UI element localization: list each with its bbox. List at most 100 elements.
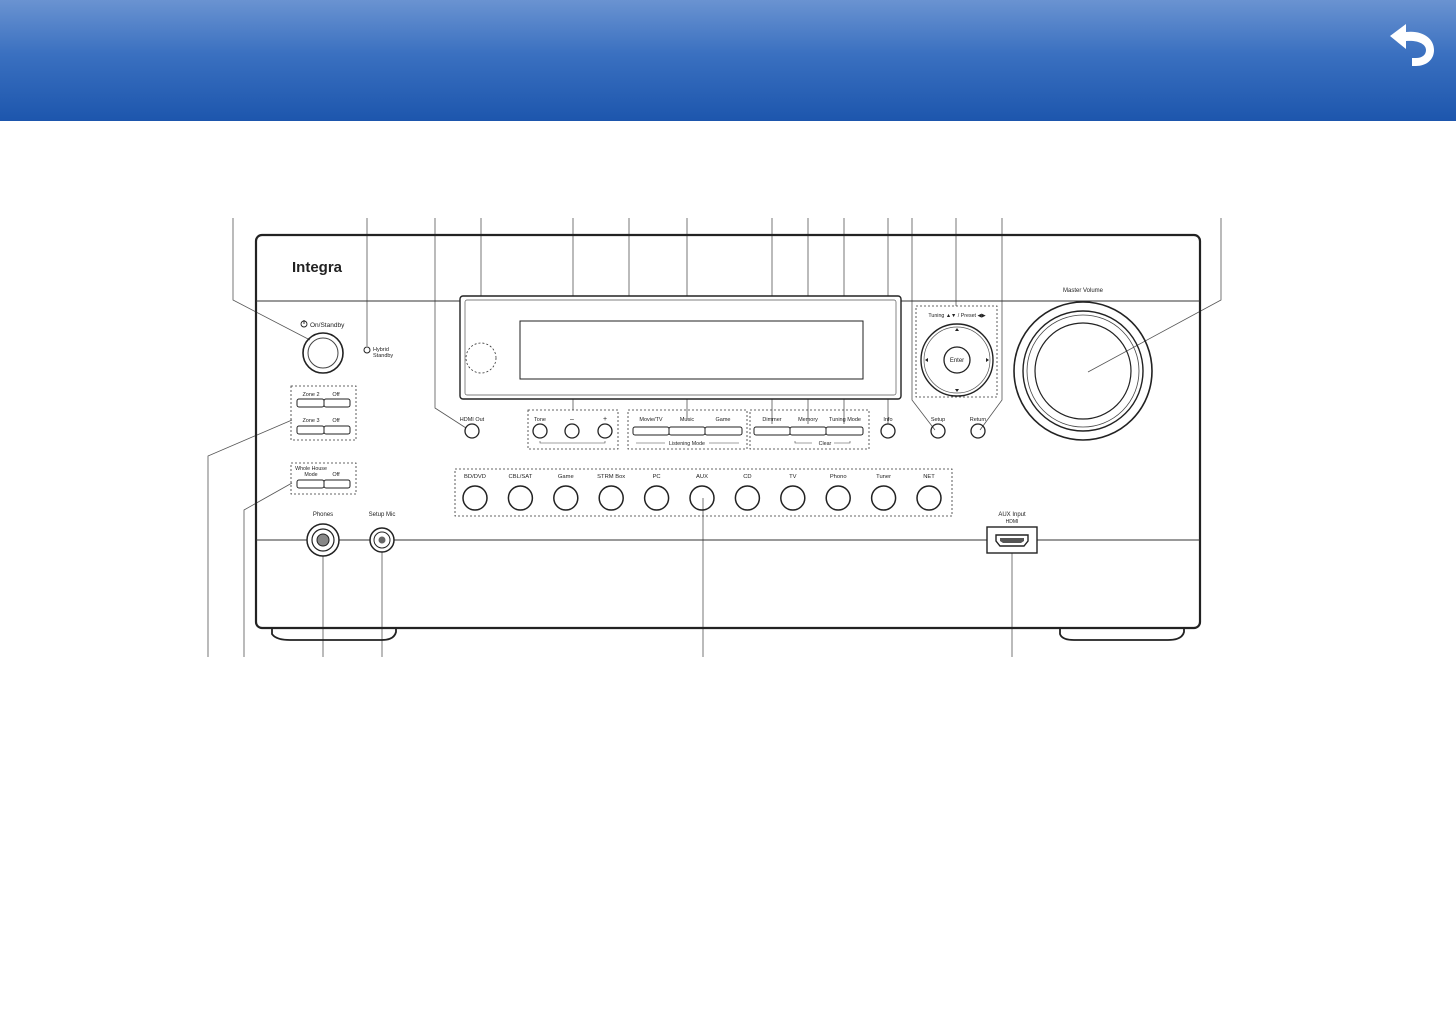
input-label-tuner: Tuner (876, 474, 891, 480)
tone-bracket (539, 441, 606, 444)
input-button-game[interactable] (553, 485, 579, 511)
dimmer-label: Dimmer (762, 417, 781, 423)
aux-input-label: AUX Input (998, 512, 1026, 518)
power-icon (300, 320, 308, 328)
whole-house-off-label: Off (332, 472, 340, 478)
input-button-cd[interactable] (734, 485, 761, 511)
tone-plus-label: + (603, 416, 607, 423)
whole-house-off-button[interactable] (323, 479, 351, 489)
display-window (459, 295, 902, 400)
header-bar (0, 0, 1456, 121)
phones-label: Phones (313, 512, 333, 518)
down-arrow-icon (955, 389, 959, 392)
tuner-button-group (749, 409, 870, 450)
dimmer-button[interactable] (753, 426, 791, 436)
callout-lines (207, 218, 1222, 657)
input-button-tv[interactable] (780, 485, 806, 511)
whole-house-mode-button[interactable] (296, 479, 325, 489)
chassis-outline (254, 233, 1202, 630)
on-standby-button[interactable] (302, 332, 344, 374)
input-button-aux[interactable] (689, 485, 715, 511)
zone3-off-label: Off (332, 418, 340, 424)
zone3-button[interactable] (296, 425, 325, 435)
input-button-tuner[interactable] (870, 485, 897, 511)
info-button[interactable] (880, 423, 896, 439)
on-standby-label: On/Standby (310, 322, 345, 329)
movie-tv-label: Movie/TV (639, 417, 663, 423)
input-label-net: NET (923, 474, 935, 480)
return-arrow-icon (1390, 24, 1434, 66)
zone-button-group (290, 385, 357, 441)
master-volume-label: Master Volume (1063, 288, 1104, 294)
tone-minus-label: – (570, 416, 574, 423)
info-label: Info (883, 417, 892, 423)
whole-house-button-group (290, 462, 357, 495)
setup-button[interactable] (930, 423, 946, 439)
zone2-label: Zone 2 (302, 392, 319, 398)
tone-label: Tone (534, 417, 546, 423)
setup-mic-label: Setup Mic (369, 512, 396, 518)
hdmi-out-button[interactable] (464, 423, 480, 439)
cursor-ring[interactable] (920, 323, 994, 397)
setup-label: Setup (931, 417, 945, 423)
return-label: Return (970, 417, 987, 423)
input-label-pc: PC (653, 474, 661, 480)
right-arrow-icon (986, 358, 989, 362)
tuning-mode-label: Tuning Mode (829, 417, 861, 423)
hdmi-out-label: HDMI Out (460, 417, 485, 423)
input-label-phono: Phono (830, 474, 847, 480)
music-button[interactable] (668, 426, 706, 436)
back-button[interactable] (1382, 20, 1438, 68)
brand-logo: Integra (292, 259, 343, 276)
zone2-button[interactable] (296, 398, 325, 408)
input-button-phono[interactable] (825, 485, 851, 511)
phones-jack[interactable] (306, 523, 340, 557)
up-arrow-icon (955, 328, 959, 331)
input-button-pc[interactable] (643, 485, 670, 511)
tuning-mode-button[interactable] (825, 426, 864, 436)
enter-button[interactable] (943, 346, 971, 374)
hybrid-label: Hybrid (373, 347, 389, 353)
input-button-bd-dvd[interactable] (462, 485, 488, 511)
input-button-cbl-sat[interactable] (507, 485, 534, 511)
input-label-bd-dvd: BD/DVD (464, 474, 486, 480)
input-button-net[interactable] (916, 485, 942, 511)
tone-button-group (527, 409, 619, 450)
input-label-strm-box: STRM Box (597, 474, 625, 480)
display-window-inner (464, 299, 897, 396)
clear-label: Clear (819, 441, 832, 447)
memory-label: Memory (798, 417, 818, 423)
game-mode-button[interactable] (704, 426, 743, 436)
zone3-label: Zone 3 (302, 418, 319, 424)
tone-minus-button[interactable] (564, 423, 580, 439)
foot-right (1059, 628, 1185, 641)
zone3-off-button[interactable] (323, 425, 351, 435)
tone-plus-button[interactable] (597, 423, 613, 439)
input-label-game: Game (558, 474, 574, 480)
input-label-cbl-sat: CBL/SAT (509, 474, 533, 480)
aux-hdmi-label: HDMI (1006, 519, 1019, 525)
master-volume-knob[interactable] (1013, 301, 1153, 441)
input-button-strm-box[interactable] (598, 485, 624, 511)
input-label-aux: AUX (696, 474, 708, 480)
music-label: Music (680, 417, 695, 423)
tuning-preset-label: Tuning ▲▼ / Preset ◀▶ (928, 313, 986, 319)
whole-house-label: Whole House (295, 466, 327, 472)
memory-button[interactable] (789, 426, 827, 436)
return-button[interactable] (970, 423, 986, 439)
hybrid-standby-indicator (363, 346, 371, 354)
zone2-off-label: Off (332, 392, 340, 398)
enter-label: Enter (950, 358, 964, 364)
whole-house-mode-label: Mode (304, 472, 317, 478)
listening-mode-button-group (627, 409, 748, 450)
zone2-off-button[interactable] (323, 398, 351, 408)
setup-mic-jack[interactable] (369, 527, 395, 553)
display-screen (519, 320, 864, 380)
input-label-tv: TV (789, 474, 797, 480)
tuning-preset-group (915, 305, 998, 398)
movie-tv-button[interactable] (632, 426, 670, 436)
input-selector-group (454, 468, 953, 517)
input-label-cd: CD (743, 474, 751, 480)
tone-button[interactable] (532, 423, 548, 439)
